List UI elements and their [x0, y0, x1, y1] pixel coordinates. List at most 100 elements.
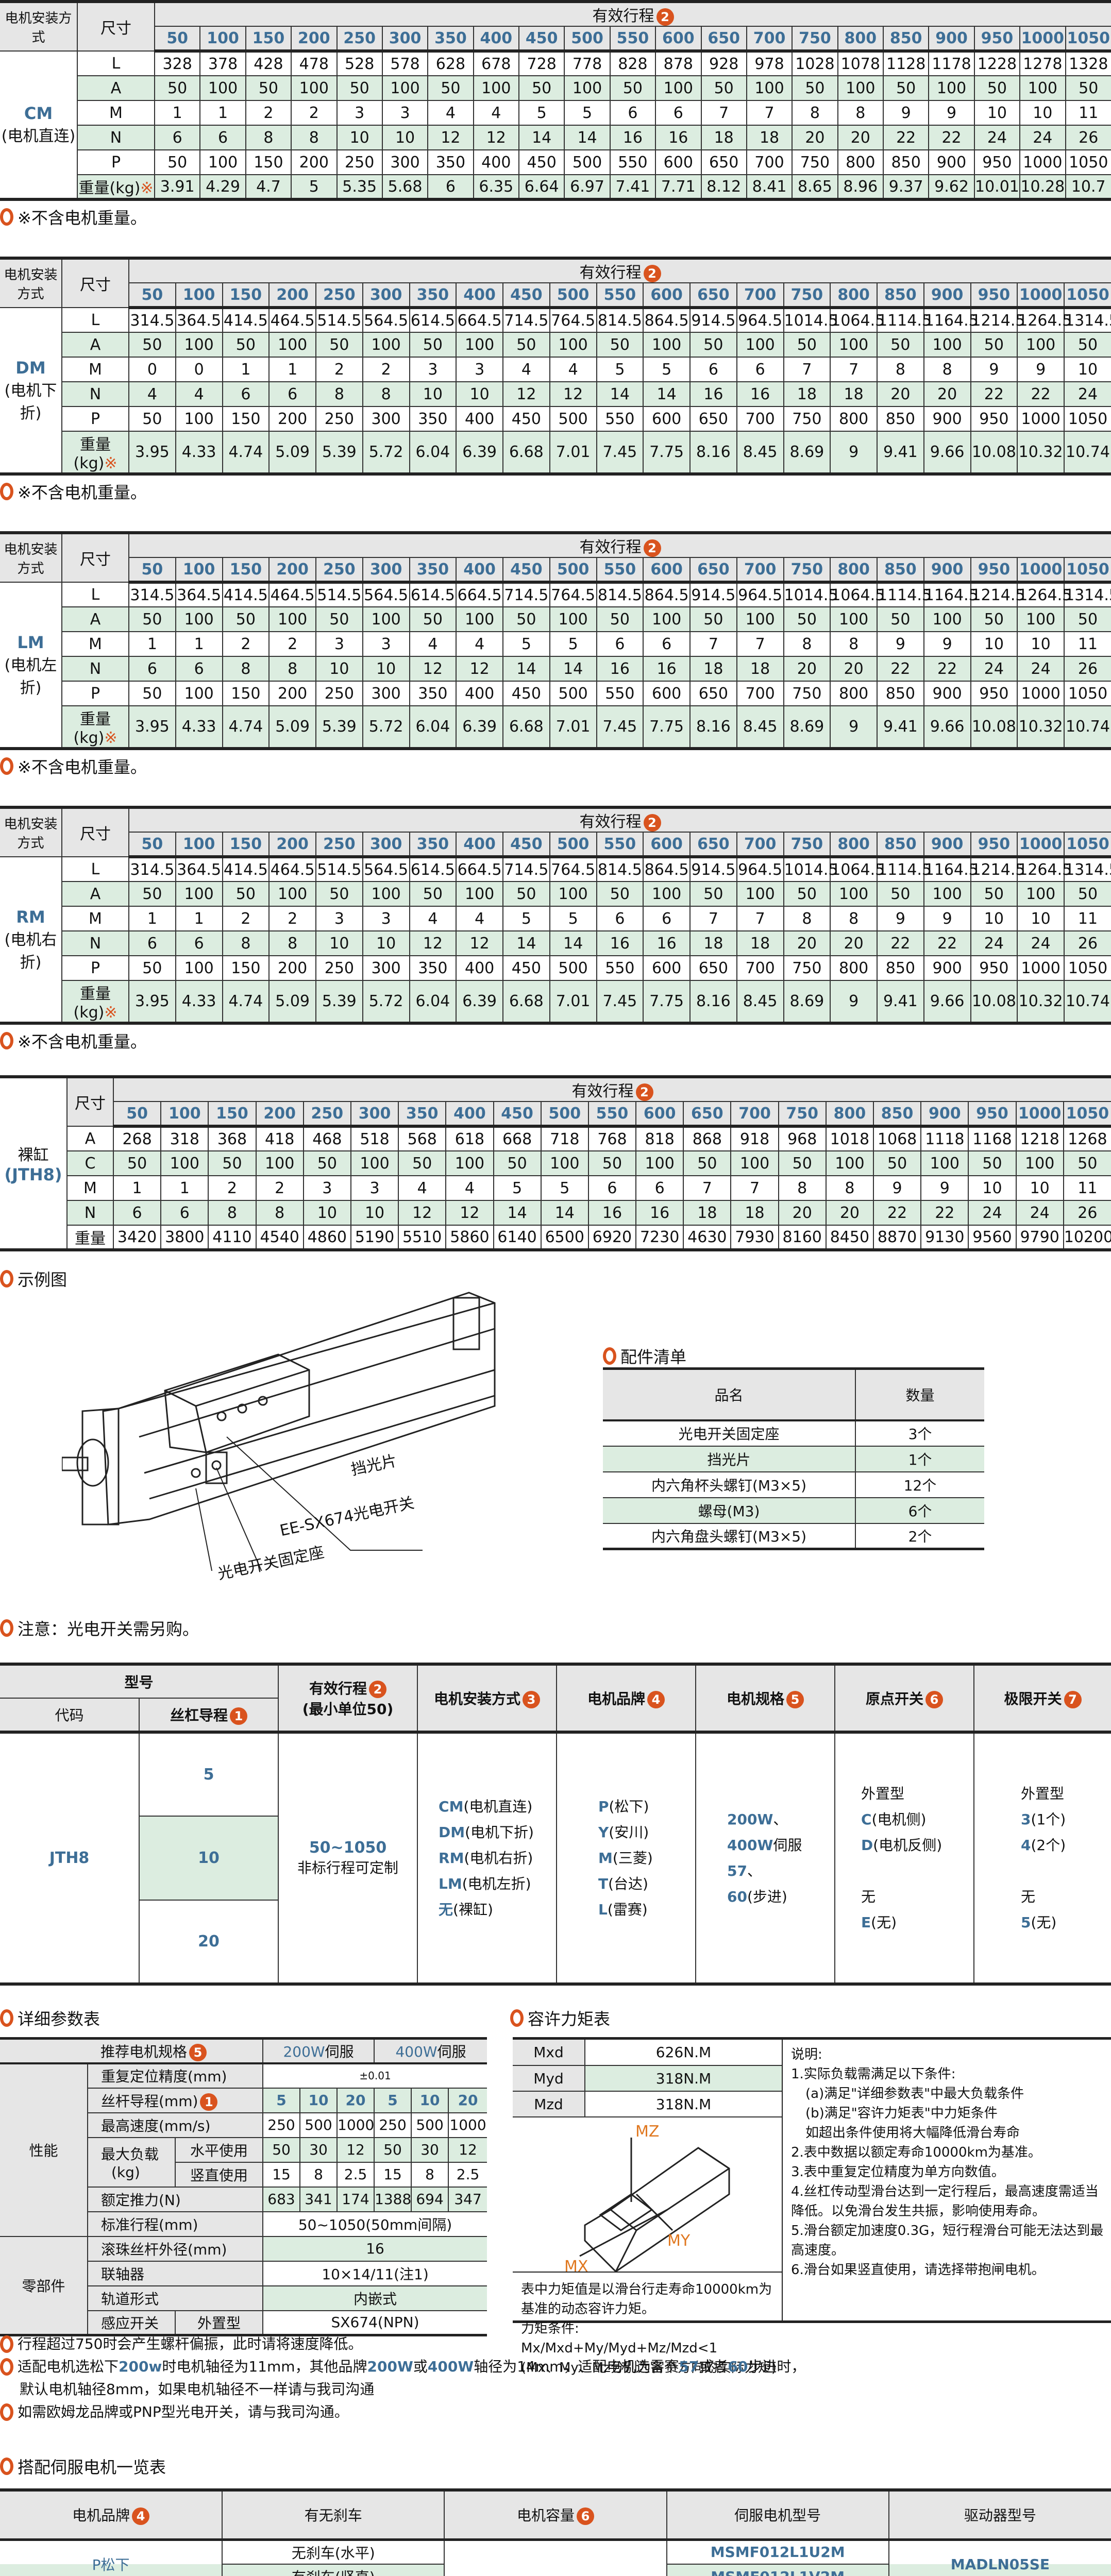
param-cell: 5 — [262, 2087, 301, 2113]
table-cell: 3 — [362, 631, 410, 657]
table-cell: 26 — [1064, 930, 1111, 956]
servo-brake: 无刹车(水平) — [222, 2539, 445, 2565]
table-cell: 16 — [609, 125, 656, 150]
table-cell: 7930 — [730, 1225, 779, 1250]
table-cell: 10 — [1017, 631, 1065, 657]
table-cell: 10 — [315, 656, 363, 682]
table-cell: 778 — [564, 50, 611, 76]
table-cell: 914.5 — [689, 582, 737, 607]
stroke-col-header: 900 — [920, 1101, 969, 1128]
bullet-icon — [0, 1270, 13, 1287]
table-cell: 12 — [409, 656, 457, 682]
table-cell: 850 — [877, 681, 924, 706]
table-cell: 7 — [830, 357, 878, 382]
table-cell: 6.64 — [518, 174, 565, 200]
table-cell: 564.5 — [362, 582, 410, 607]
table-cell: 8 — [778, 1175, 827, 1201]
stroke-col-header: 400 — [445, 1101, 494, 1128]
table-cell: 5.39 — [315, 431, 363, 474]
row-label: 重量(kg)※ — [61, 705, 129, 749]
table-cell: 1000 — [1017, 406, 1065, 432]
table-cell: 7.75 — [643, 705, 691, 749]
dimension-header: 尺寸 — [61, 258, 129, 308]
stroke-col-header: 200 — [255, 1101, 304, 1128]
table-cell: 22 — [970, 381, 1018, 407]
badge-1: 1 — [200, 2093, 218, 2111]
table-cell: 8 — [268, 656, 316, 682]
table-cell: 100 — [643, 332, 691, 358]
bullet-icon — [603, 1347, 616, 1365]
table-cell: 8.16 — [689, 431, 737, 474]
servo-motor-model: MSMF012L1U2M — [666, 2539, 889, 2565]
part-name: 挡光片 — [603, 1445, 856, 1472]
table-cell: 3 — [362, 906, 410, 931]
table-cell: 24 — [1064, 381, 1111, 407]
table-cell: 8 — [783, 631, 831, 657]
row-label: A — [77, 75, 155, 101]
stroke-col-header: 750 — [783, 282, 831, 309]
lead-option-10[interactable]: 10 — [138, 1816, 279, 1901]
table-cell: 1218 — [1015, 1126, 1064, 1151]
table-cell: 20 — [792, 125, 838, 150]
table-cell: 9 — [923, 906, 971, 931]
table-cell: 50 — [222, 606, 270, 632]
table-cell: 800 — [830, 681, 878, 706]
table-cell: 450 — [502, 406, 550, 432]
table-cell: 8 — [825, 1175, 874, 1201]
table-cell: 10 — [973, 100, 1021, 126]
lead-option-5[interactable]: 5 — [138, 1732, 279, 1817]
table-cell: 22 — [1017, 381, 1065, 407]
table-cell: 8870 — [872, 1225, 922, 1250]
table-cell: 7.71 — [655, 174, 702, 200]
lead-option-20[interactable]: 20 — [138, 1900, 279, 1985]
stroke-col-header: 900 — [928, 26, 975, 53]
table-cell: 100 — [175, 681, 223, 706]
stroke-col-header: 450 — [502, 832, 550, 858]
table-cell: 5.39 — [315, 705, 363, 749]
table-cell: 100 — [736, 881, 784, 907]
table-cell: 22 — [872, 1200, 922, 1226]
stroke-option: 50~1050 非标行程可定制 — [278, 1732, 418, 1985]
table-cell: 700 — [746, 149, 793, 175]
table-cell: 50 — [970, 881, 1018, 907]
table-cell: 614.5 — [409, 582, 457, 607]
moment-label: Myd — [513, 2065, 585, 2092]
table-cell: 250 — [315, 406, 363, 432]
table-cell: 1164.5 — [923, 582, 979, 607]
table-cell: 6.97 — [564, 174, 611, 200]
table-cell: 50 — [493, 1150, 542, 1176]
table-cell: 678 — [473, 50, 520, 76]
table-cell: 6.68 — [502, 705, 550, 749]
table-cell: 2 — [291, 100, 338, 126]
stroke-col-header: 800 — [837, 26, 884, 53]
table-cell: 18 — [736, 930, 784, 956]
table-cell: 4.74 — [222, 980, 270, 1024]
moment-title: 容许力矩表 — [510, 1996, 610, 2040]
table-cell: 850 — [882, 149, 930, 175]
table-cell: 578 — [381, 50, 429, 76]
stroke-col-header: 800 — [825, 1101, 874, 1128]
table-cell: 6 — [655, 100, 702, 126]
badge-5: 5 — [786, 1691, 804, 1708]
table-cell: 5 — [291, 174, 338, 200]
table-cell: 500 — [549, 681, 597, 706]
table-cell: 100 — [291, 75, 338, 101]
table-cell: 1228 — [973, 50, 1021, 76]
table-cell: 10 — [350, 1200, 399, 1226]
table-cell: 600 — [643, 681, 691, 706]
param-cell: 8 — [299, 2161, 338, 2188]
table-cell: 100 — [175, 955, 223, 981]
param-cell: 20 — [336, 2087, 375, 2113]
stroke-col-header: 950 — [970, 832, 1018, 858]
table-cell: 9.41 — [877, 705, 924, 749]
